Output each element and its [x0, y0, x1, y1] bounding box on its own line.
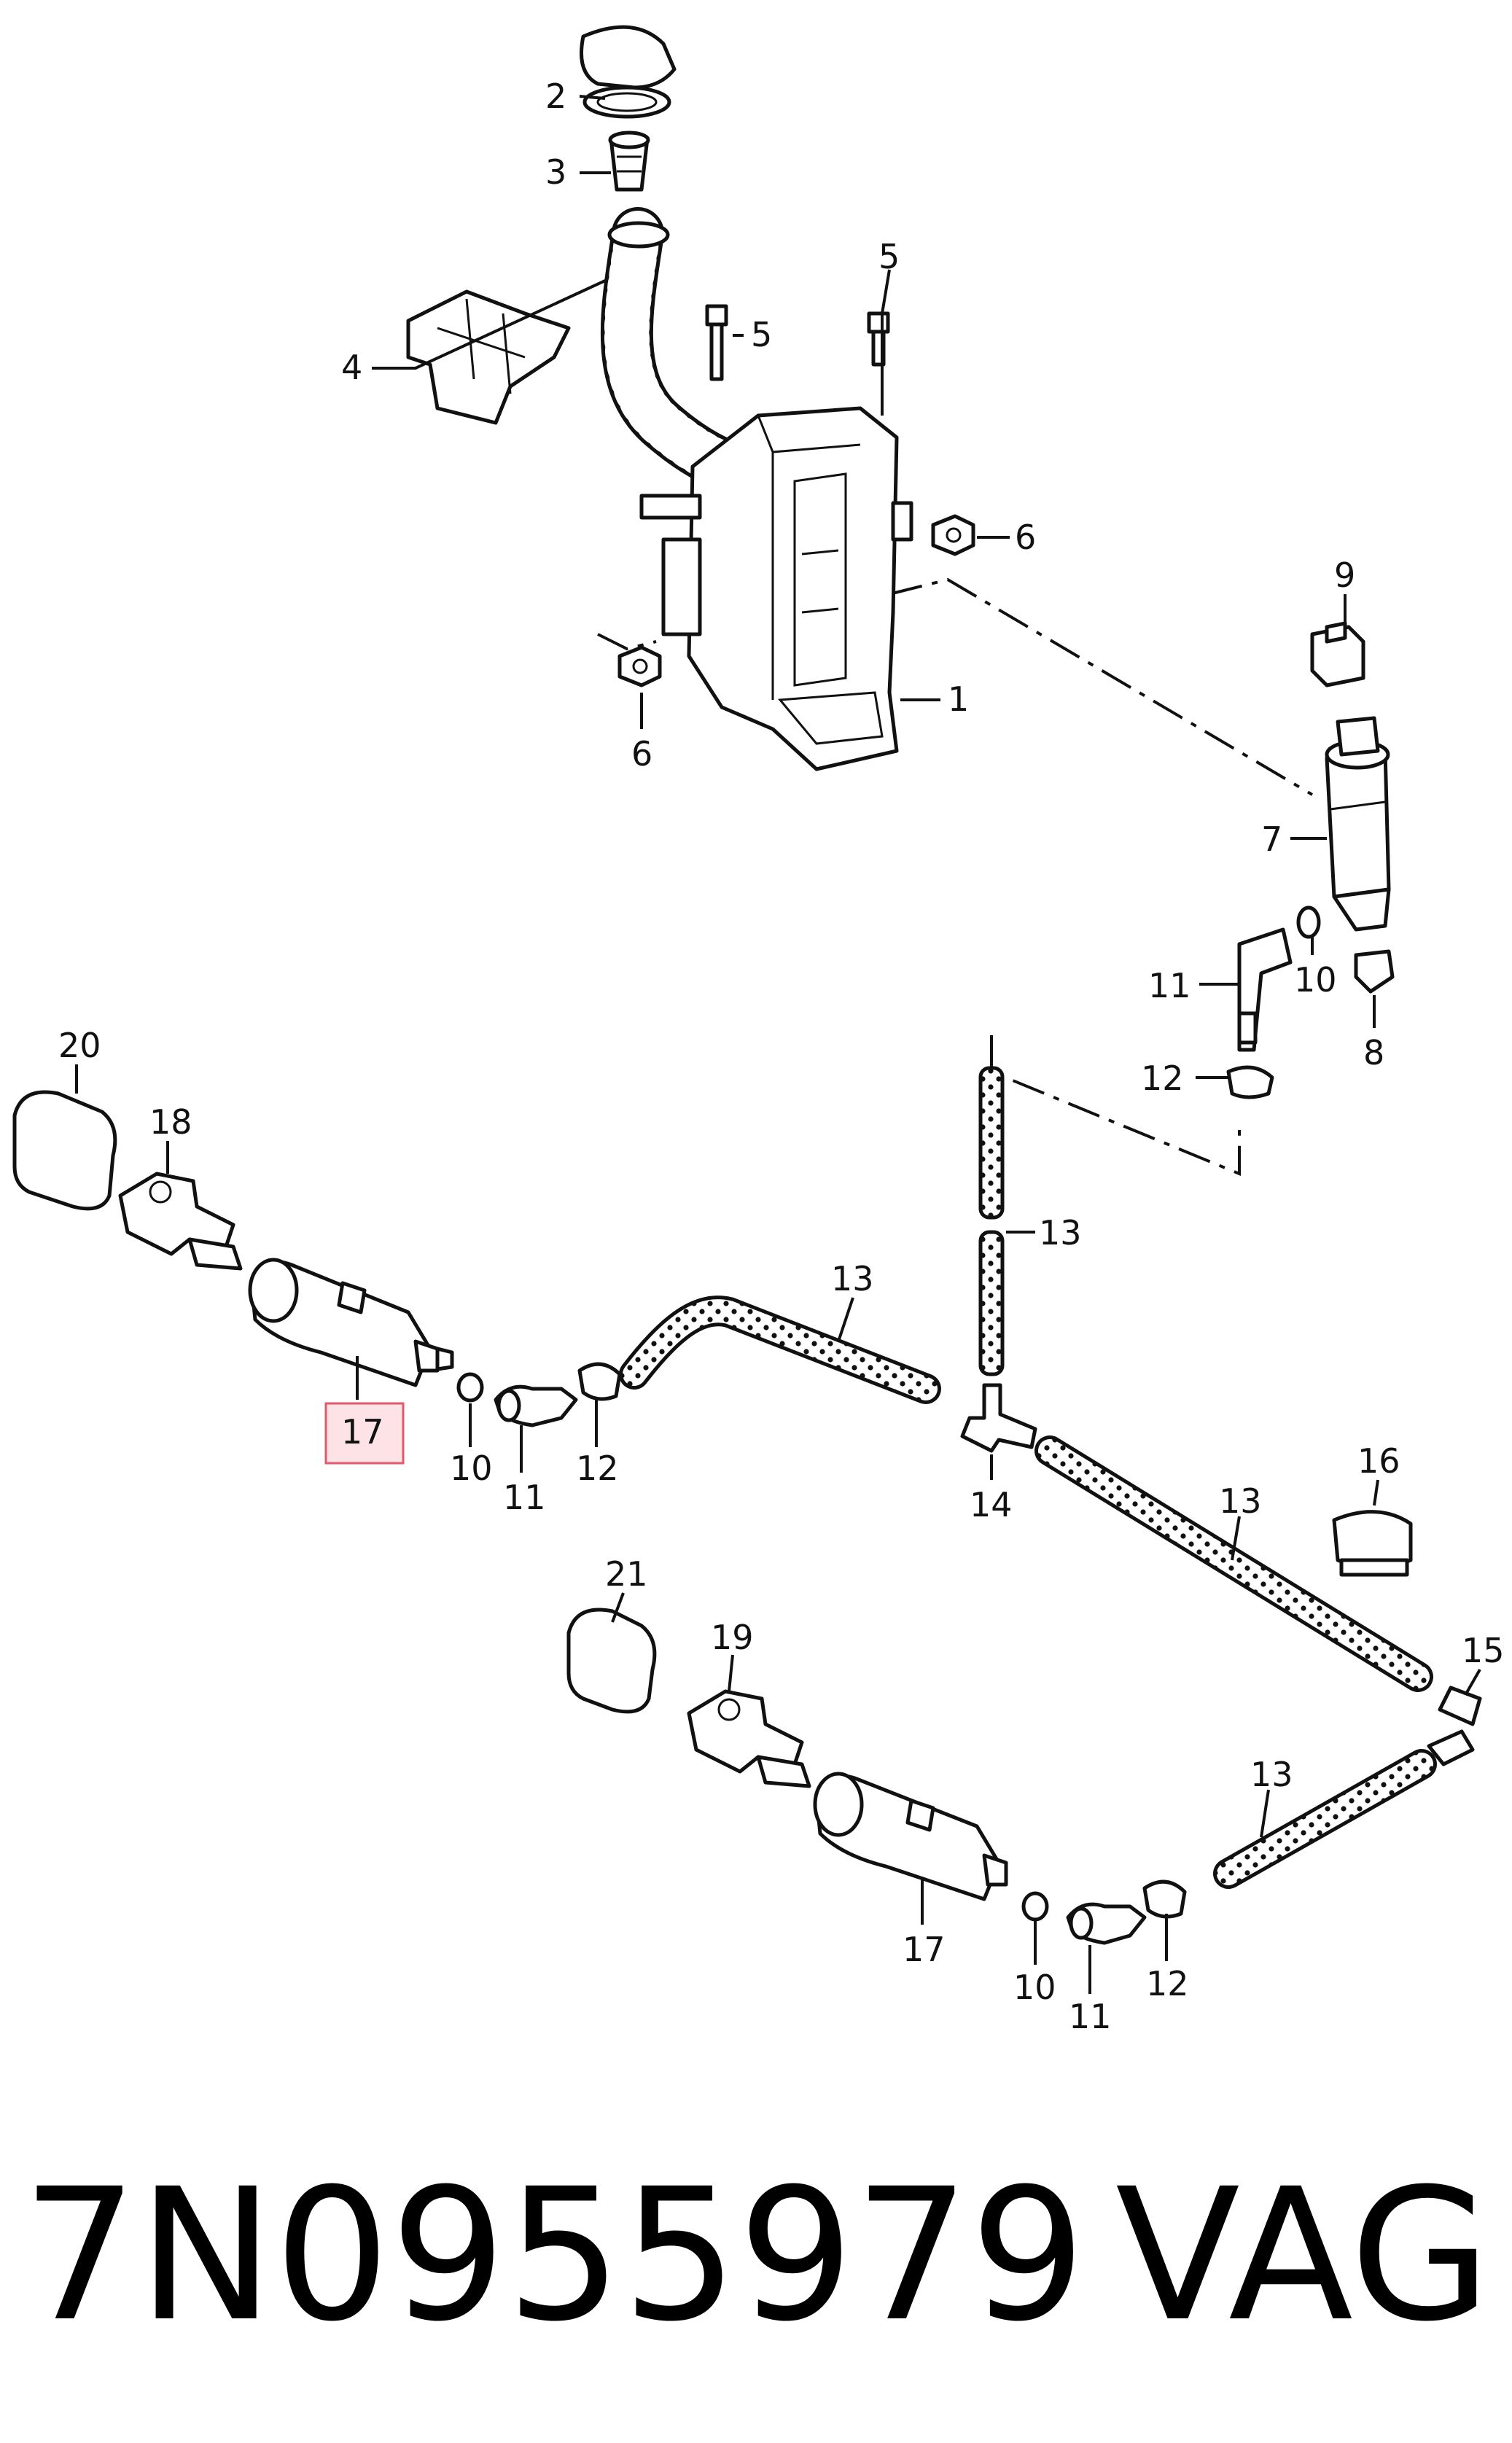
headlamp-cover-left	[12, 1090, 117, 1211]
callout-13b: 13	[831, 1259, 874, 1298]
telescopic-cylinder-left	[248, 1258, 454, 1387]
callout-13d: 13	[1250, 1755, 1293, 1794]
callout-13a: 13	[1039, 1213, 1082, 1252]
callout-19: 19	[711, 1618, 754, 1657]
callout-4: 4	[341, 348, 362, 387]
callout-13c: 13	[1219, 1481, 1262, 1521]
elbow-connector	[1427, 1686, 1482, 1766]
callout-5b: 5	[878, 237, 900, 276]
callout-6a: 6	[1015, 518, 1036, 557]
callout-10b: 10	[450, 1449, 493, 1488]
clamp-lower	[1142, 1879, 1187, 1919]
callout-5a: 5	[751, 315, 772, 354]
nozzle-left	[118, 1172, 243, 1271]
callout-21: 21	[605, 1554, 648, 1594]
callout-17b: 17	[903, 1930, 946, 1969]
bolt-right	[867, 311, 890, 367]
hose-vertical-lower	[978, 1230, 1005, 1376]
o-ring-pump	[1296, 905, 1321, 939]
hose-left	[619, 1295, 941, 1404]
callout-16: 16	[1357, 1441, 1400, 1481]
callout-14: 14	[970, 1485, 1013, 1524]
telescopic-cylinder-right	[813, 1772, 1008, 1901]
bracket	[406, 289, 571, 425]
elbow-pump	[1237, 927, 1293, 1052]
elbow-lower	[1066, 1902, 1147, 1945]
callout-8: 8	[1363, 1033, 1384, 1072]
washer-reservoir	[639, 406, 913, 771]
washer-pump	[1325, 716, 1391, 932]
callout-11b: 11	[503, 1478, 546, 1517]
callout-12c: 12	[1146, 1964, 1189, 2003]
callout-12b: 12	[576, 1449, 619, 1488]
highlight-box	[324, 1402, 405, 1465]
clamp-pump	[1226, 1065, 1274, 1099]
callout-7: 7	[1261, 819, 1282, 859]
pump-grommet	[1354, 949, 1395, 994]
callout-10a: 10	[1294, 960, 1337, 1000]
callout-18: 18	[149, 1102, 192, 1142]
assembly-lines	[597, 577, 1314, 1176]
callout-11c: 11	[1069, 1997, 1112, 2036]
callout-20: 20	[58, 1026, 101, 1065]
elbow-upper	[494, 1384, 578, 1427]
t-connector	[960, 1383, 1037, 1453]
strainer-filter	[608, 130, 650, 192]
o-ring-lower	[1021, 1891, 1049, 1922]
callout-9: 9	[1334, 556, 1355, 595]
bolt-left	[705, 304, 728, 381]
nozzle-right	[687, 1689, 811, 1788]
hose-clip	[1332, 1510, 1413, 1577]
headlamp-cover-right	[566, 1608, 657, 1714]
callout-15: 15	[1462, 1631, 1505, 1670]
hose-lower	[1213, 1749, 1437, 1889]
nut-left	[617, 645, 662, 687]
callout-11a: 11	[1148, 966, 1191, 1005]
callout-17a: 17	[341, 1412, 384, 1452]
callouts: 1 2 3 4 5 5 6 6 7 8 9 10 10 10 11 11 11 …	[58, 77, 1505, 2036]
hose-vertical-upper	[978, 1066, 1005, 1220]
callout-12a: 12	[1141, 1059, 1184, 1098]
nut-right	[931, 514, 975, 556]
part-number: 7N0955979	[22, 2149, 1086, 2361]
electrical-connector	[1310, 621, 1365, 687]
callout-10c: 10	[1013, 1968, 1056, 2007]
o-ring-upper	[456, 1372, 484, 1403]
callout-1: 1	[948, 679, 969, 719]
callout-6b: 6	[631, 734, 652, 774]
brand-name: VAG	[1115, 2149, 1491, 2361]
filler-cap	[580, 25, 677, 119]
hose-right-diagonal	[1034, 1435, 1433, 1692]
callout-3: 3	[545, 152, 566, 192]
clamp-upper	[577, 1362, 622, 1401]
leader-lines	[75, 95, 1481, 1994]
callout-2: 2	[545, 77, 566, 116]
